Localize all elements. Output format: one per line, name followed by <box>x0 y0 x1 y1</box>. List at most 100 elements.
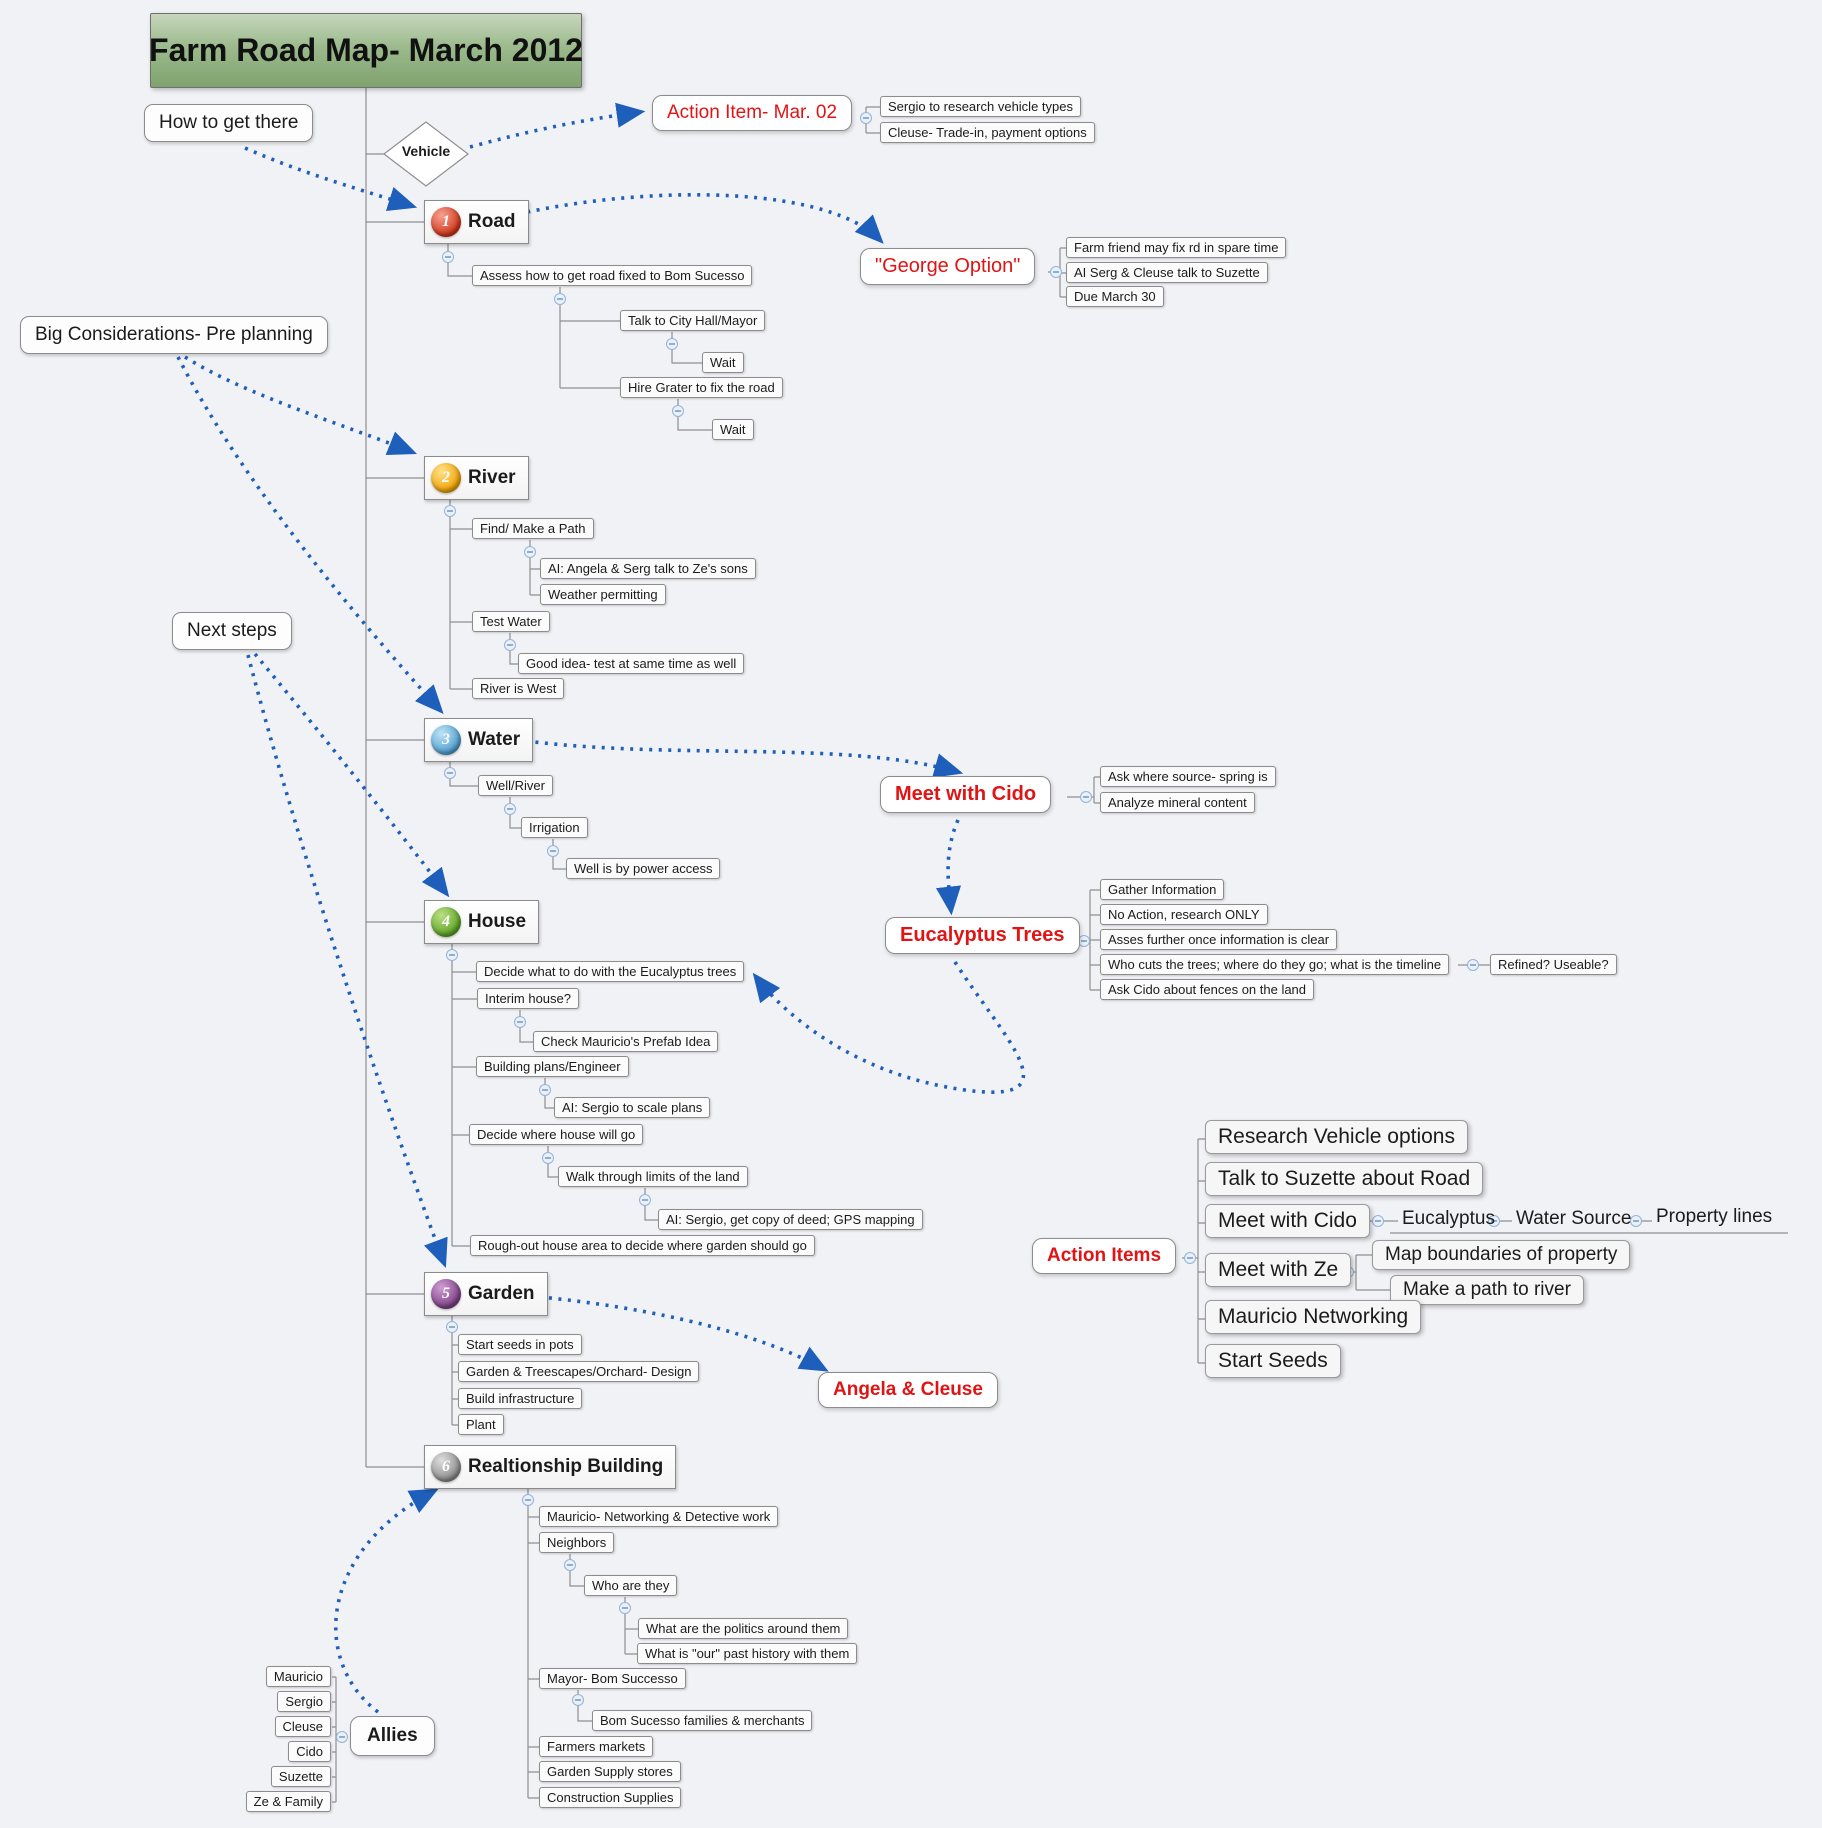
topic-talk-city-hall[interactable]: Talk to City Hall/Mayor <box>620 310 766 331</box>
topic-bom-sucesso-families[interactable]: Bom Sucesso families & merchants <box>592 1710 813 1731</box>
topic-decide-where-house[interactable]: Decide where house will go <box>469 1124 644 1145</box>
priority-4-icon: 4 <box>431 907 461 937</box>
topic-who-are-they[interactable]: Who are they <box>584 1575 678 1596</box>
topic-mayor-bom-successo[interactable]: Mayor- Bom Successo <box>539 1668 686 1689</box>
topic-due-march-30[interactable]: Due March 30 <box>1066 286 1164 307</box>
callout-angela-cleuse[interactable]: Angela & Cleuse <box>818 1372 998 1408</box>
topic-start-seeds-action[interactable]: Start Seeds <box>1205 1344 1341 1378</box>
topic-make-path-river[interactable]: Make a path to river <box>1390 1275 1584 1305</box>
topic-ai-serg-cleuse-suzette[interactable]: AI Serg & Cleuse talk to Suzette <box>1066 262 1268 283</box>
topic-cleuse-tradein[interactable]: Cleuse- Trade-in, payment options <box>880 122 1095 143</box>
map-title[interactable]: Farm Road Map- March 2012 <box>149 13 583 88</box>
callout-eucalyptus-trees[interactable]: Eucalyptus Trees <box>885 917 1080 954</box>
topic-meet-with-ze[interactable]: Meet with Ze <box>1205 1253 1352 1287</box>
arrow-allies-to-relationship <box>333 1488 439 1714</box>
topic-ally-ze-family[interactable]: Ze & Family <box>245 1791 331 1812</box>
topic-walk-limits[interactable]: Walk through limits of the land <box>558 1166 748 1187</box>
topic-garden-treescapes-design[interactable]: Garden & Treescapes/Orchard- Design <box>458 1361 700 1382</box>
topic-research-vehicle-options[interactable]: Research Vehicle options <box>1205 1120 1468 1154</box>
topic-hire-grater[interactable]: Hire Grater to fix the road <box>620 377 783 398</box>
topic-relationship-building[interactable]: 6 Realtionship Building <box>424 1445 677 1489</box>
topic-good-idea-test[interactable]: Good idea- test at same time as well <box>518 653 745 674</box>
topic-house[interactable]: 4 House <box>424 900 540 944</box>
topic-irrigation[interactable]: Irrigation <box>521 817 588 838</box>
floating-topic-next-steps[interactable]: Next steps <box>172 612 292 650</box>
topic-eucalyptus-chain[interactable]: Eucalyptus <box>1402 1208 1495 1229</box>
topic-ally-suzette[interactable]: Suzette <box>270 1766 331 1787</box>
priority-1-icon: 1 <box>431 207 461 237</box>
topic-refined-useable[interactable]: Refined? Useable? <box>1490 954 1617 975</box>
topic-water-label: Water <box>468 729 521 750</box>
topic-ask-cido-fences[interactable]: Ask Cido about fences on the land <box>1100 979 1315 1000</box>
topic-wait-1[interactable]: Wait <box>702 352 744 373</box>
topic-analyze-mineral[interactable]: Analyze mineral content <box>1100 792 1255 813</box>
topic-garden-label: Garden <box>468 1283 535 1304</box>
topic-farmers-markets[interactable]: Farmers markets <box>539 1736 654 1757</box>
topic-ai-sergio-deed-gps[interactable]: AI: Sergio, get copy of deed; GPS mappin… <box>658 1209 923 1230</box>
topic-interim-house[interactable]: Interim house? <box>477 988 579 1009</box>
topic-find-make-path[interactable]: Find/ Make a Path <box>472 518 594 539</box>
topic-our-past-history[interactable]: What is "our" past history with them <box>637 1643 858 1664</box>
topic-start-seeds-pots[interactable]: Start seeds in pots <box>458 1334 582 1355</box>
topic-well-power-access[interactable]: Well is by power access <box>566 858 721 879</box>
topic-test-water[interactable]: Test Water <box>472 611 550 632</box>
arrow-nextsteps-to-house <box>253 652 450 898</box>
topic-property-lines-chain[interactable]: Property lines <box>1656 1206 1773 1227</box>
topic-ally-sergio[interactable]: Sergio <box>277 1691 331 1712</box>
topic-river-is-west[interactable]: River is West <box>472 678 565 699</box>
topic-allies[interactable]: Allies <box>350 1716 435 1756</box>
floating-topic-how-to-get-there[interactable]: How to get there <box>144 104 314 142</box>
topic-map-boundaries[interactable]: Map boundaries of property <box>1372 1240 1631 1270</box>
topic-wait-2[interactable]: Wait <box>712 419 754 440</box>
topic-politics-around-them[interactable]: What are the politics around them <box>638 1618 849 1639</box>
callout-action-items[interactable]: Action Items <box>1032 1238 1177 1274</box>
topic-well-river[interactable]: Well/River <box>478 775 553 796</box>
topic-assess-road[interactable]: Assess how to get road fixed to Bom Suce… <box>472 265 753 286</box>
callout-meet-with-cido[interactable]: Meet with Cido <box>880 776 1052 813</box>
topic-relationship-building-label: Realtionship Building <box>468 1456 664 1477</box>
topic-building-plans[interactable]: Building plans/Engineer <box>476 1056 629 1077</box>
topic-river[interactable]: 2 River <box>424 456 529 500</box>
vehicle-diamond-shape[interactable] <box>383 121 469 187</box>
topic-road[interactable]: 1 Road <box>424 200 529 244</box>
topic-ask-where-source[interactable]: Ask where source- spring is <box>1100 766 1276 787</box>
topic-ally-mauricio[interactable]: Mauricio <box>265 1666 331 1687</box>
topic-mauricio-detective[interactable]: Mauricio- Networking & Detective work <box>539 1506 779 1527</box>
topic-asses-further[interactable]: Asses further once information is clear <box>1100 929 1338 950</box>
arrow-bigcons-to-water <box>176 356 444 715</box>
topic-plant[interactable]: Plant <box>458 1414 504 1435</box>
topic-ai-angela-serg-ze-sons[interactable]: AI: Angela & Serg talk to Ze's sons <box>540 558 756 579</box>
topic-no-action-research[interactable]: No Action, research ONLY <box>1100 904 1268 925</box>
topic-garden-supply-stores[interactable]: Garden Supply stores <box>539 1761 681 1782</box>
topic-construction-supplies[interactable]: Construction Supplies <box>539 1787 682 1808</box>
topic-vehicle[interactable]: Vehicle <box>401 143 451 159</box>
topic-action-meet-cido[interactable]: Meet with Cido <box>1205 1204 1370 1238</box>
topic-weather-permitting[interactable]: Weather permitting <box>540 584 666 605</box>
topic-farm-friend-fix[interactable]: Farm friend may fix rd in spare time <box>1066 237 1287 258</box>
topic-water[interactable]: 3 Water <box>424 718 534 762</box>
arrow-bigcons-to-river <box>184 355 418 455</box>
arrow-nextsteps-to-garden <box>246 654 448 1269</box>
topic-ally-cleuse[interactable]: Cleuse <box>274 1716 331 1737</box>
topic-rough-out-house-area[interactable]: Rough-out house area to decide where gar… <box>470 1235 815 1256</box>
topic-build-infrastructure[interactable]: Build infrastructure <box>458 1388 583 1409</box>
arrow-howto-to-road <box>244 146 418 212</box>
topic-ai-sergio-scale-plans[interactable]: AI: Sergio to scale plans <box>554 1097 711 1118</box>
callout-george-option[interactable]: "George Option" <box>860 248 1036 285</box>
topic-check-prefab[interactable]: Check Mauricio's Prefab Idea <box>533 1031 719 1052</box>
topic-decide-eucalyptus[interactable]: Decide what to do with the Eucalyptus tr… <box>476 961 745 982</box>
topic-talk-suzette-road[interactable]: Talk to Suzette about Road <box>1205 1162 1484 1196</box>
topic-water-source-chain[interactable]: Water Source <box>1516 1208 1632 1229</box>
topic-who-cuts-trees[interactable]: Who cuts the trees; where do they go; wh… <box>1100 954 1450 975</box>
callout-action-item-mar02[interactable]: Action Item- Mar. 02 <box>652 95 853 131</box>
topic-gather-information[interactable]: Gather Information <box>1100 879 1225 900</box>
relationship-arrows <box>176 102 1026 1714</box>
topic-garden[interactable]: 5 Garden <box>424 1272 548 1316</box>
floating-topic-big-considerations[interactable]: Big Considerations- Pre planning <box>20 316 328 354</box>
topic-ally-cido[interactable]: Cido <box>288 1741 331 1762</box>
topic-sergio-research-vehicle[interactable]: Sergio to research vehicle types <box>880 96 1081 117</box>
topic-mauricio-networking-action[interactable]: Mauricio Networking <box>1205 1300 1422 1334</box>
topic-neighbors[interactable]: Neighbors <box>539 1532 615 1553</box>
